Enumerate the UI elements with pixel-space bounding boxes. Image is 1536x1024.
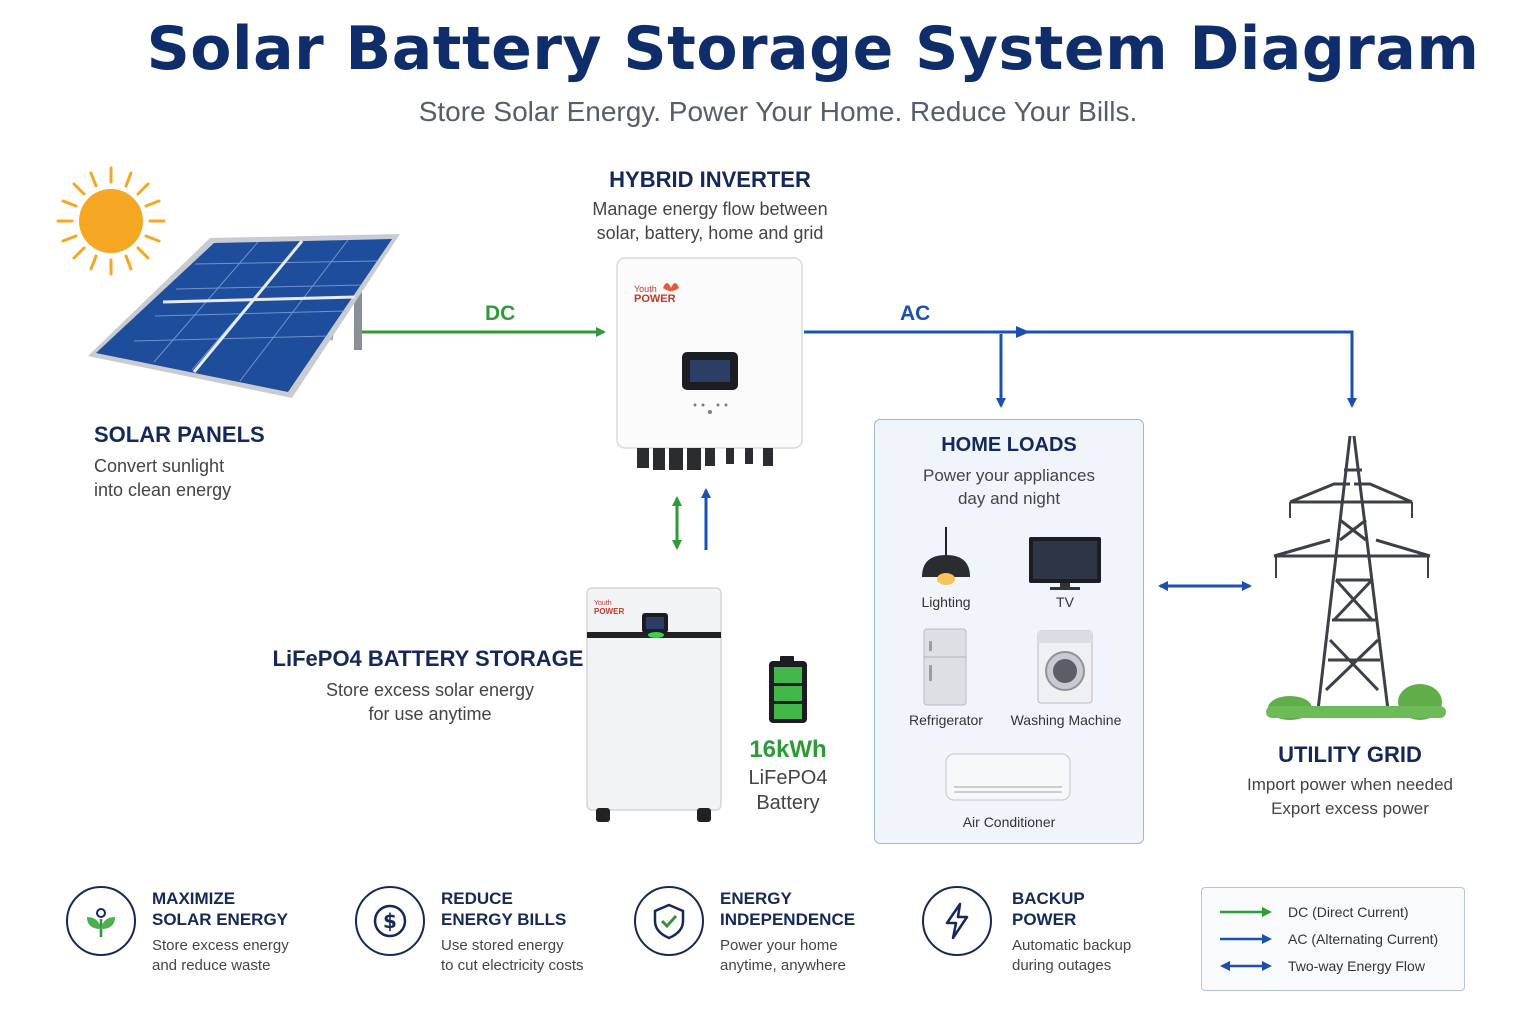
battery-capacity: 16kWh <box>749 736 827 763</box>
legend-dc: DC (Direct Current) <box>1218 902 1409 922</box>
appliance-label-tv: TV <box>1056 594 1074 610</box>
svg-text:$: $ <box>383 909 397 933</box>
feature-maximize-solar: MAXIMIZE SOLAR ENERGY Store excess energ… <box>66 886 336 976</box>
air-conditioner-icon <box>945 753 1071 801</box>
battery-level-icon <box>769 656 807 723</box>
solar-panel-icon <box>88 234 400 398</box>
appliance-label-washing-machine: Washing Machine <box>1010 712 1122 728</box>
washing-machine-icon <box>1037 630 1093 704</box>
home-loads-desc: Power your appliances day and night <box>923 466 1095 508</box>
appliance-label-lighting: Lighting <box>921 594 971 610</box>
dc-label: DC <box>485 302 516 325</box>
battery-title: LiFePO4 BATTERY STORAGE <box>272 646 584 671</box>
lamp-icon <box>922 527 970 585</box>
refrigerator-icon <box>923 628 967 706</box>
appliance-icons <box>922 527 1101 801</box>
sun-icon <box>56 166 166 276</box>
dollar-icon: $ <box>355 886 425 956</box>
grid-import-arrow <box>1016 326 1030 338</box>
inverter-icon <box>616 257 803 470</box>
lightning-icon <box>922 886 992 956</box>
solar-panels-desc: Convert sunlight into clean energy <box>94 456 232 500</box>
home-loads-title: HOME LOADS <box>941 434 1077 456</box>
battery-cabinet-icon <box>586 587 722 822</box>
ac-to-grid-arrow <box>804 330 1357 408</box>
inverter-title: HYBRID INVERTER <box>609 167 811 192</box>
shield-check-icon <box>634 886 704 956</box>
battery-brand-logo: Youth POWER <box>594 600 625 616</box>
grass-icon <box>1266 684 1446 720</box>
grid-title: UTILITY GRID <box>1278 742 1422 767</box>
power-tower-icon <box>1273 435 1431 711</box>
battery-desc: Store excess solar energy for use anytim… <box>325 680 535 724</box>
legend: DC (Direct Current) AC (Alternating Curr… <box>1201 887 1465 991</box>
inverter-brand-logo: Youth POWER <box>634 284 676 305</box>
legend-ac: AC (Alternating Current) <box>1218 929 1438 949</box>
tv-icon <box>1029 537 1101 590</box>
legend-two-way: Two-way Energy Flow <box>1218 956 1425 976</box>
grid-desc: Import power when needed Export excess p… <box>1246 775 1454 818</box>
appliance-label-air-conditioner: Air Conditioner <box>962 814 1056 830</box>
appliance-label-refrigerator: Refrigerator <box>909 712 983 728</box>
page-title: Solar Battery Storage System Diagram <box>146 14 1480 84</box>
inverter-desc: Manage energy flow between solar, batter… <box>592 199 828 243</box>
battery-type: LiFePO4 Battery <box>748 767 828 814</box>
sprout-icon <box>66 886 136 956</box>
page-subtitle: Store Solar Energy. Power Your Home. Red… <box>418 96 1138 127</box>
solar-panels-title: SOLAR PANELS <box>94 422 265 447</box>
ac-label: AC <box>900 302 931 325</box>
